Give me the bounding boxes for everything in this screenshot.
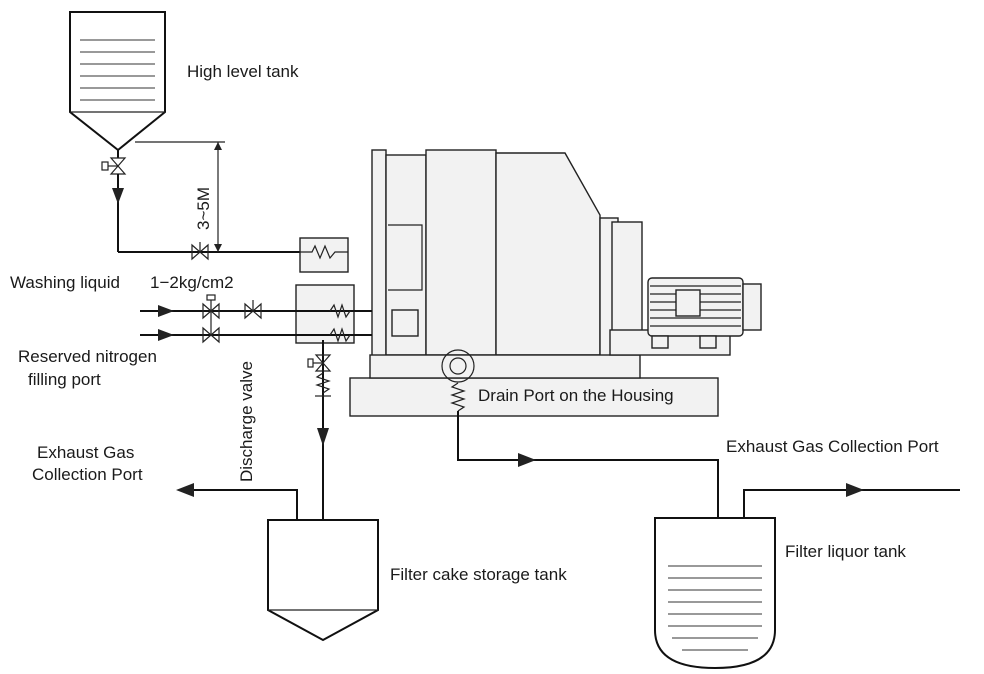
washing-flex-joint <box>329 303 351 319</box>
drain-pipe <box>457 411 719 518</box>
drain-flex-joint <box>450 382 466 412</box>
motor <box>647 277 762 349</box>
height-label: 3~5M <box>194 187 213 230</box>
tank-outlet-valve <box>101 150 127 175</box>
filter-liquor-tank-label: Filter liquor tank <box>785 542 906 561</box>
filter-cake-tank <box>267 519 379 642</box>
flow-arrow-right-icon <box>518 453 536 467</box>
exhaust-left-pipe <box>190 489 298 520</box>
exhaust-right-pipe <box>743 489 960 518</box>
high-level-tank <box>69 11 166 152</box>
nitrogen-label-line2: filling port <box>28 370 101 389</box>
flow-arrow-right-icon <box>158 305 174 317</box>
flow-arrow-right-icon <box>158 329 174 341</box>
flow-arrow-down-icon <box>112 188 124 204</box>
exhaust-left-label-line1: Exhaust Gas <box>37 443 134 462</box>
feed-flex-joint <box>300 244 348 260</box>
exhaust-left-label-line2: Collection Port <box>32 465 143 484</box>
filter-cake-tank-label: Filter cake storage tank <box>390 565 567 584</box>
drain-port-label: Drain Port on the Housing <box>478 386 674 405</box>
flow-arrow-right-icon <box>846 483 864 497</box>
washing-valve-2 <box>244 300 262 320</box>
filter-liquor-tank <box>654 517 776 670</box>
feed-valve <box>191 242 209 261</box>
discharge-valve-label: Discharge valve <box>237 361 256 482</box>
nitrogen-flex-joint <box>329 327 351 343</box>
nitrogen-label-line1: Reserved nitrogen <box>18 347 157 366</box>
washing-liquid-label: Washing liquid <box>10 273 120 292</box>
flow-arrow-down-icon <box>317 428 329 446</box>
discharge-valve <box>307 354 332 397</box>
washing-valve-1 <box>202 294 220 320</box>
centrifuge-machine <box>295 149 731 417</box>
flow-arrow-left-icon <box>176 483 194 497</box>
height-dimension <box>135 141 225 252</box>
nitrogen-valve <box>202 326 220 344</box>
high-level-tank-label: High level tank <box>187 62 299 81</box>
pressure-label: 1−2kg/cm2 <box>150 273 234 292</box>
exhaust-right-label: Exhaust Gas Collection Port <box>726 437 939 456</box>
